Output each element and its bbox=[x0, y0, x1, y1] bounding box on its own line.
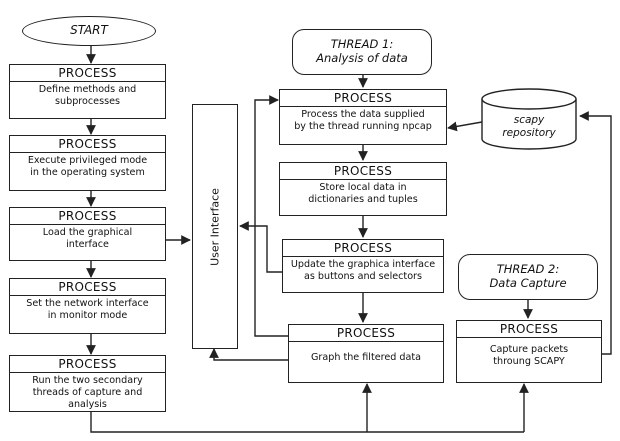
process-line: Process the data supplied bbox=[301, 109, 425, 120]
thread1-label: THREAD 1: Analysis of data bbox=[292, 29, 432, 75]
process-header: PROCESS bbox=[283, 240, 443, 257]
user-interface-label: User Interface bbox=[208, 187, 222, 266]
process-text: Set the network interface in monitor mod… bbox=[10, 296, 165, 322]
process-define-methods: PROCESS Define methods and subprocesses bbox=[9, 64, 166, 119]
process-header: PROCESS bbox=[280, 163, 446, 180]
process-text: Define methods and subprocesses bbox=[10, 82, 165, 108]
process-line: in monitor mode bbox=[47, 310, 128, 321]
process-header: PROCESS bbox=[10, 279, 165, 296]
process-capture-packets: PROCESS Capture packets throung SCAPY bbox=[456, 320, 602, 383]
process-text: Update the graphica interface as buttons… bbox=[283, 257, 443, 283]
process-line: Update the graphica interface bbox=[290, 259, 436, 270]
process-line: Run the two secondary bbox=[32, 375, 143, 386]
arrow-repo-to-process bbox=[447, 121, 483, 132]
connector-update-to-ui bbox=[239, 221, 282, 273]
process-text: Run the two secondary threads of capture… bbox=[10, 373, 165, 411]
process-line: dictionaries and tuples bbox=[308, 194, 418, 205]
connector-ui-to-graph bbox=[254, 258, 288, 337]
connector-capture-to-repo bbox=[579, 111, 612, 355]
process-line: Load the graphical bbox=[42, 227, 133, 238]
process-line: interface bbox=[66, 239, 109, 250]
process-run-threads: PROCESS Run the two secondary threads of… bbox=[9, 355, 166, 412]
process-load-gui: PROCESS Load the graphical interface bbox=[9, 207, 166, 261]
process-header: PROCESS bbox=[280, 90, 446, 107]
process-store-local: PROCESS Store local data in dictionaries… bbox=[279, 162, 447, 216]
process-line: by the thread running npcap bbox=[294, 121, 432, 132]
connector-run-to-threads bbox=[90, 412, 524, 433]
process-text: Store local data in dictionaries and tup… bbox=[280, 180, 446, 206]
process-line: throung SCAPY bbox=[493, 356, 565, 367]
process-header: PROCESS bbox=[10, 208, 165, 225]
process-line: Define methods and bbox=[38, 84, 137, 95]
start-terminator: START bbox=[22, 16, 156, 46]
process-text: Process the data supplied by the thread … bbox=[280, 107, 446, 133]
process-line: subprocesses bbox=[55, 96, 120, 107]
process-line: as buttons and selectors bbox=[303, 271, 423, 282]
process-line: Graph the filtered data bbox=[310, 352, 422, 363]
process-header: PROCESS bbox=[10, 356, 165, 373]
scapy-repository-cylinder bbox=[481, 88, 577, 150]
connector-ui-to-process bbox=[254, 95, 279, 258]
process-data-supplied: PROCESS Process the data supplied by the… bbox=[279, 89, 447, 145]
process-line: Store local data in bbox=[319, 182, 407, 193]
user-interface-box: User Interface bbox=[192, 104, 238, 349]
process-header: PROCESS bbox=[10, 136, 165, 153]
process-text: Execute privileged mode in the operating… bbox=[10, 153, 165, 179]
process-line: Capture packets bbox=[489, 344, 569, 355]
process-update-gui: PROCESS Update the graphica interface as… bbox=[282, 239, 444, 293]
process-line: Set the network interface bbox=[26, 298, 149, 309]
process-header: PROCESS bbox=[457, 321, 601, 338]
thread1-title: THREAD 1: bbox=[330, 37, 394, 51]
thread1-subtitle: Analysis of data bbox=[316, 51, 408, 65]
thread2-subtitle: Data Capture bbox=[489, 276, 567, 290]
process-line: threads of capture and analysis bbox=[32, 387, 143, 410]
thread2-label: THREAD 2: Data Capture bbox=[458, 254, 598, 300]
repository-line: repository bbox=[502, 127, 556, 139]
process-line: Execute privileged mode bbox=[27, 155, 148, 166]
process-header: PROCESS bbox=[289, 325, 443, 342]
connector-graph-to-ui bbox=[209, 348, 288, 361]
process-privileged-mode: PROCESS Execute privileged mode in the o… bbox=[9, 135, 166, 191]
process-header: PROCESS bbox=[10, 65, 165, 82]
repository-line: scapy bbox=[513, 114, 545, 126]
process-graph-data: PROCESS Graph the filtered data bbox=[288, 324, 444, 383]
scapy-repository-label: scapy repository bbox=[482, 114, 576, 140]
process-text: Load the graphical interface bbox=[10, 225, 165, 251]
thread2-title: THREAD 2: bbox=[496, 262, 560, 276]
process-line: in the operating system bbox=[30, 167, 145, 178]
process-text: Capture packets throung SCAPY bbox=[457, 338, 601, 368]
process-monitor-mode: PROCESS Set the network interface in mon… bbox=[9, 278, 166, 334]
process-text: Graph the filtered data bbox=[289, 342, 443, 364]
